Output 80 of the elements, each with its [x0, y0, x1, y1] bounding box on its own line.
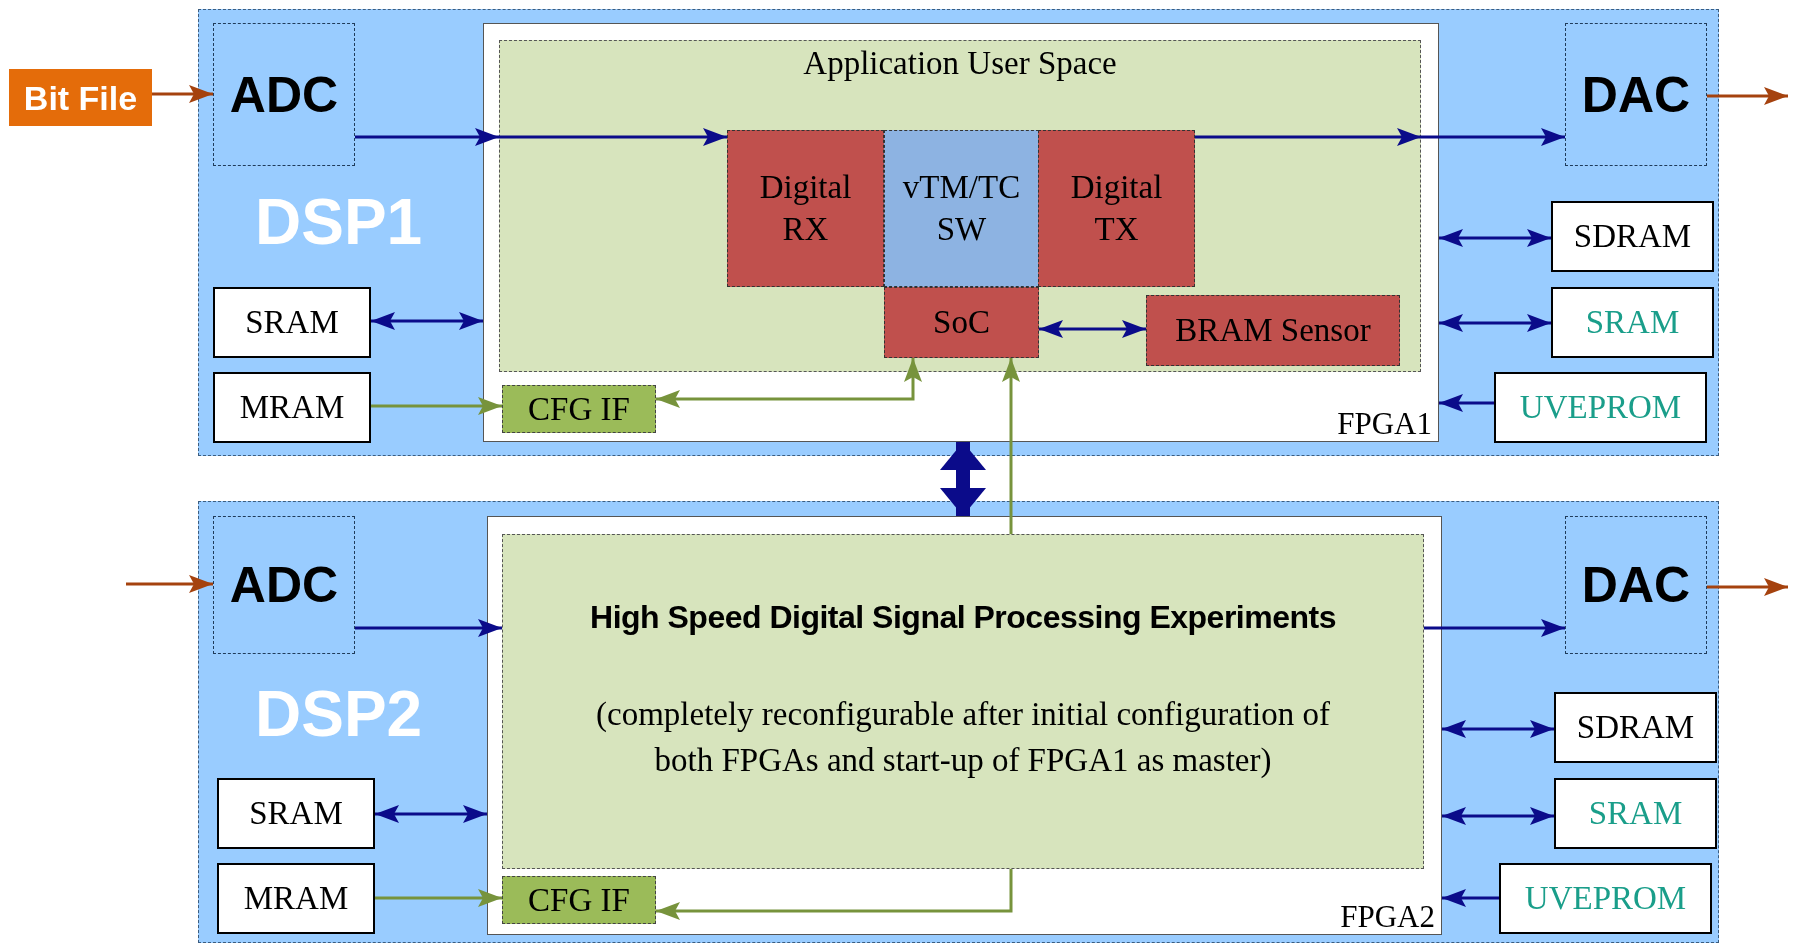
box-label: UVEPROM — [1519, 391, 1682, 424]
box-label: SRAM — [249, 797, 343, 830]
memory-box — [213, 287, 371, 358]
arrow — [355, 619, 502, 637]
panel-title: DSP1 — [255, 190, 423, 254]
arrow — [1442, 720, 1554, 738]
arrow — [371, 397, 502, 415]
module-box — [727, 130, 884, 287]
input-box — [9, 69, 152, 126]
box-label: MRAM — [239, 391, 345, 424]
arrow — [1002, 358, 1020, 534]
box-label: FPGA1 — [1337, 408, 1432, 439]
module-box — [1146, 295, 1400, 366]
box-label: Digital TX — [1069, 168, 1164, 249]
module-box — [884, 130, 1039, 287]
arrow — [375, 889, 502, 907]
box-label: vTM/TC SW — [901, 168, 1022, 249]
region-box — [502, 534, 1424, 869]
box-label: DAC — [1581, 560, 1691, 610]
arrow — [152, 85, 213, 103]
memory-box — [1551, 201, 1714, 272]
box-label: SDRAM — [1573, 220, 1692, 253]
box-label: SRAM — [245, 306, 339, 339]
arrow — [1439, 229, 1551, 247]
region-title: High Speed Digital Signal Processing Experiments — [590, 601, 1336, 633]
box-label: CFG IF — [528, 883, 630, 917]
arrow — [1039, 320, 1146, 338]
memory-box — [1554, 778, 1717, 849]
arrow — [126, 575, 213, 593]
arrow — [1442, 889, 1499, 907]
fpga-box — [487, 516, 1442, 935]
box-label: CFG IF — [528, 392, 630, 426]
box-label: ADC — [229, 69, 339, 120]
memory-box — [1499, 863, 1712, 934]
converter-box — [1565, 516, 1707, 654]
arrow — [355, 128, 727, 146]
converter-box — [213, 516, 355, 654]
module-box — [884, 287, 1039, 358]
arrow — [1424, 619, 1565, 637]
arrow — [1195, 128, 1565, 146]
memory-box — [1551, 287, 1714, 358]
box-label: SDRAM — [1576, 711, 1695, 744]
box-label: FPGA2 — [1340, 901, 1435, 932]
box-label: ADC — [229, 560, 339, 610]
module-box — [1038, 130, 1195, 287]
memory-box — [1494, 372, 1707, 443]
arrow — [656, 869, 1013, 920]
memory-box — [217, 863, 375, 934]
arrow — [371, 312, 483, 330]
fpga-box — [483, 23, 1439, 442]
box-label: UVEPROM — [1524, 882, 1687, 915]
region-description: (completely reconfigurable after initial configuration of both FPGAs and start-up of FPGA1 as master) — [595, 695, 1331, 781]
box-label: Digital RX — [758, 168, 853, 249]
converter-box — [1565, 23, 1707, 166]
region-title: Application User Space — [802, 47, 1118, 80]
box-label: SRAM — [1588, 797, 1683, 830]
region-box — [499, 40, 1421, 372]
memory-box — [1554, 692, 1717, 763]
panel-title: DSP2 — [255, 682, 423, 746]
arrow — [1439, 314, 1551, 332]
memory-box — [217, 778, 375, 849]
arrow — [1707, 578, 1788, 596]
board-panel — [198, 501, 1719, 943]
arrow — [375, 805, 487, 823]
memory-box — [213, 372, 371, 443]
arrow — [656, 358, 922, 408]
interface-box — [502, 876, 656, 924]
box-label: MRAM — [243, 882, 349, 915]
arrow — [940, 442, 986, 516]
arrow — [1442, 807, 1554, 825]
converter-box — [213, 23, 355, 166]
arrow — [1439, 394, 1494, 412]
box-label: DAC — [1581, 69, 1691, 120]
box-label: BRAM Sensor — [1175, 314, 1371, 347]
interface-box — [502, 385, 656, 433]
box-label: Bit File — [23, 80, 138, 115]
box-label: SRAM — [1585, 306, 1680, 339]
box-label: SoC — [933, 306, 990, 339]
board-panel — [198, 9, 1719, 456]
arrow — [1707, 87, 1788, 105]
